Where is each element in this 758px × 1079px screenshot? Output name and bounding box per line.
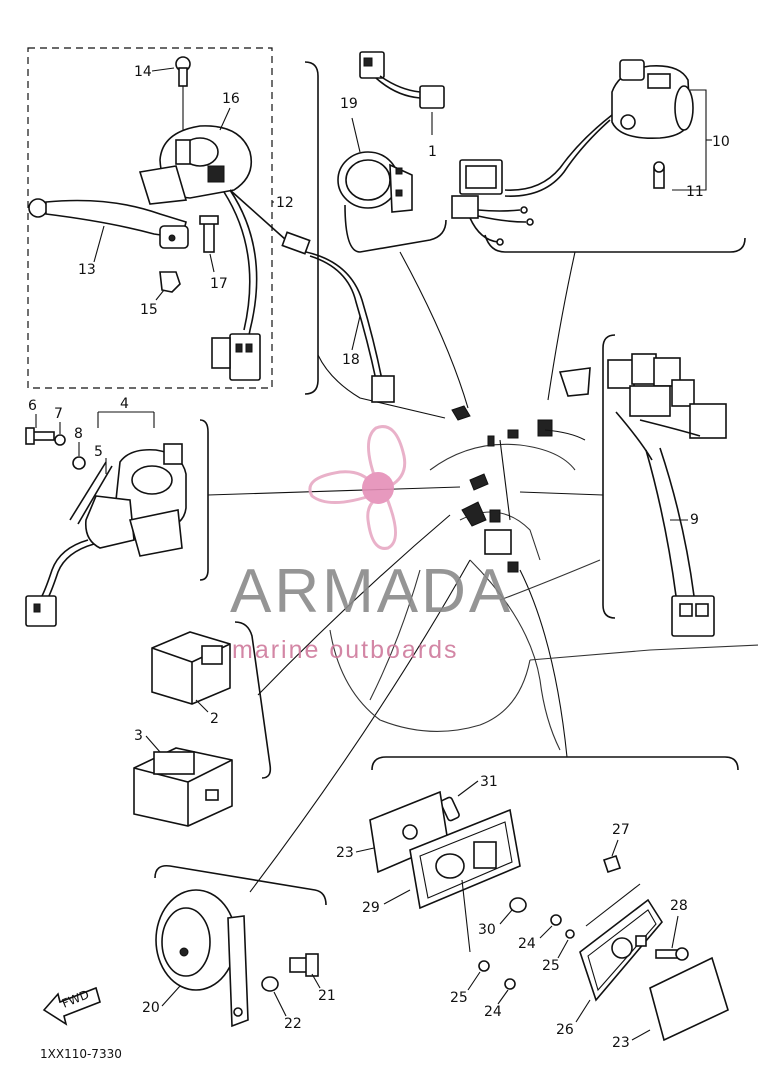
part-25-washer-b: [478, 960, 490, 972]
callout-2: 2: [210, 711, 219, 727]
callout-24b: 24: [484, 1004, 502, 1020]
fwd-arrow-icon: FWD: [42, 986, 101, 1026]
part-30-nut: [509, 897, 527, 913]
motorcycle-frame-outline: [329, 367, 758, 751]
bracket-12-group: [304, 61, 319, 395]
part-10-bracket-lines: [672, 89, 712, 191]
callout-10: 10: [712, 134, 730, 150]
part-19-relay: [337, 117, 413, 213]
bracket-9-group: [602, 334, 616, 619]
leader-19: [399, 251, 469, 409]
part-15-nut: [159, 271, 181, 293]
bracket-4-group: [199, 419, 209, 581]
part-10-right-handlebar-switch: [451, 59, 694, 246]
part-14-screw: [175, 56, 191, 138]
callout-28: 28: [670, 898, 688, 914]
diagram-code: 1XX110-7330: [40, 1047, 122, 1061]
bracket-19-group: [344, 204, 447, 253]
callout-labels: 1 2 3 4 5 6 7 8 9 10 11 12 13 14 15 16 1…: [28, 64, 730, 1051]
bracket-10-group: [484, 234, 746, 253]
bracket-horn-group: [154, 864, 327, 906]
callout-23b: 23: [612, 1035, 630, 1051]
callout-3: 3: [134, 728, 143, 744]
callout-1: 1: [428, 144, 437, 160]
leader-lines: [207, 251, 604, 893]
part-6-bolt: [25, 427, 55, 445]
watermark-tagline: marine outboards: [232, 636, 459, 664]
callout-9: 9: [690, 512, 699, 528]
part-9-wire-harness: [607, 353, 727, 637]
part-29-taillight-housing: [409, 808, 521, 953]
part-18-clutch-switch-cable: [229, 189, 395, 403]
bracket-taillight-group: [371, 756, 739, 771]
callout-11: 11: [686, 184, 704, 200]
callout-14: 14: [134, 64, 152, 80]
part-23-reflector-lower: [649, 956, 729, 1042]
leader-10: [547, 251, 576, 401]
callout-4: 4: [120, 396, 129, 412]
part-8-collar: [72, 456, 86, 470]
callout-18: 18: [342, 352, 360, 368]
callout-25a: 25: [542, 958, 560, 974]
part-24-nut-a: [550, 914, 562, 926]
callout-31: 31: [480, 774, 498, 790]
part-22-washer: [261, 976, 279, 992]
part-17-bolt: [199, 215, 219, 253]
part-11-screw: [653, 161, 665, 189]
part-27-nut: [602, 854, 622, 874]
bracket-2-3-group: [234, 621, 272, 779]
callout-20: 20: [142, 1000, 160, 1016]
propeller-logo-icon: [308, 425, 407, 550]
callout-5: 5: [94, 444, 103, 460]
callout-16: 16: [222, 91, 240, 107]
part-4-main-switch: [25, 411, 187, 627]
leader-4: [207, 486, 461, 496]
part-24-nut-b: [504, 978, 516, 990]
callout-26: 26: [556, 1022, 574, 1038]
callout-7: 7: [54, 406, 63, 422]
part-25-washer-a: [565, 929, 575, 939]
callout-30: 30: [478, 922, 496, 938]
leader-taillight: [519, 569, 568, 758]
armada-watermark: ARMADA marine outboards: [230, 425, 513, 664]
part-13-brake-lever: [28, 198, 189, 249]
leader-horn: [249, 559, 471, 893]
part-26-reflector-bracket: [579, 883, 663, 1002]
leader-9: [519, 491, 604, 496]
watermark-brand: ARMADA: [230, 557, 513, 626]
callout-29: 29: [362, 900, 380, 916]
leader-12: [317, 354, 446, 419]
callout-6: 6: [28, 398, 37, 414]
callout-27: 27: [612, 822, 630, 838]
leader-2: [257, 514, 451, 696]
callout-17: 17: [210, 276, 228, 292]
callout-12: 12: [276, 195, 294, 211]
callout-25b: 25: [450, 990, 468, 1006]
part-2-relay: [151, 631, 231, 705]
part-20-horn: [155, 889, 249, 1028]
callout-8: 8: [74, 426, 83, 442]
dashed-box-handlebar-lever: [27, 47, 273, 389]
part-28-screw: [655, 947, 689, 961]
part-3-flasher-relay: [133, 747, 233, 827]
callout-21: 21: [318, 988, 336, 1004]
part-16-lever-holder: [138, 125, 253, 205]
part-23-lens-upper: [369, 790, 449, 874]
callout-22: 22: [284, 1016, 302, 1032]
callout-24a: 24: [518, 936, 536, 952]
part-12-switch-lead: [211, 189, 274, 381]
part-21-bolt: [289, 953, 319, 977]
callout-23a: 23: [336, 845, 354, 861]
part-7-washer: [54, 434, 66, 446]
part-1-connector-lead: [359, 51, 445, 135]
callout-13: 13: [78, 262, 96, 278]
part-31-bulb: [440, 796, 460, 822]
callout-19: 19: [340, 96, 358, 112]
group-brackets: [27, 47, 746, 906]
callout-15: 15: [140, 302, 158, 318]
